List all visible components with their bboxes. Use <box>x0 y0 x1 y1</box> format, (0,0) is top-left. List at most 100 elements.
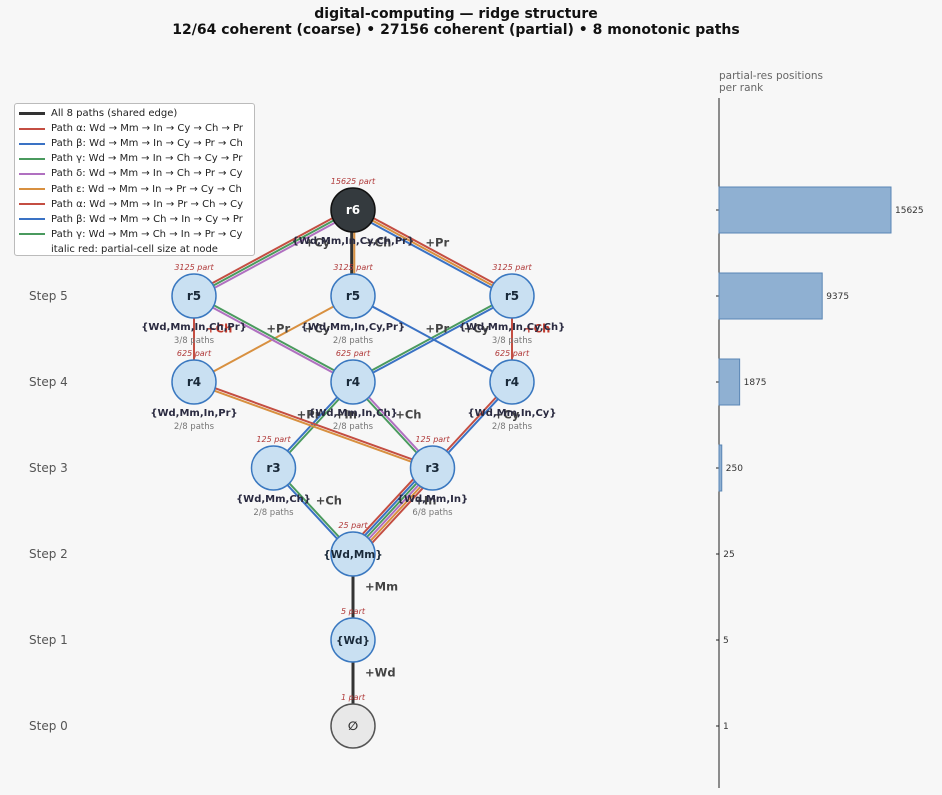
legend-swatch <box>19 157 45 160</box>
bar-value-label: 1 <box>723 722 729 732</box>
legend-swatch <box>19 172 45 175</box>
legend-entry: Path α: Wd → Mm → In → Cy → Ch → Pr <box>19 121 250 136</box>
node-circle <box>409 445 456 491</box>
edge-label: +Pr <box>297 408 321 422</box>
node-n0: ∅1 part <box>330 693 376 749</box>
partial-cell-size: 125 part <box>415 435 450 444</box>
node-circle <box>250 445 297 491</box>
node-circle <box>171 359 217 405</box>
edge-label: +Ch <box>524 322 550 336</box>
node-label: r3 <box>266 461 280 475</box>
node-set: {Wd,Mm,In} <box>397 494 468 505</box>
edge-label: +Ch <box>206 322 232 336</box>
edge-label: +Cy <box>464 322 490 336</box>
node-label: {Wd,Mm} <box>323 549 382 561</box>
edge-label: +Wd <box>365 666 396 680</box>
edge-label: +Ch <box>365 236 391 250</box>
partial-cell-size: 3125 part <box>333 263 373 272</box>
node-path-count: 6/8 paths <box>412 508 453 518</box>
node-n1: {Wd}5 part <box>330 607 376 663</box>
edge <box>191 206 356 300</box>
edge-label: +Pr <box>266 322 290 336</box>
legend-entry: Path β: Wd → Mm → In → Cy → Pr → Ch <box>19 136 250 151</box>
node-n2: {Wd,Mm} 25 part <box>323 521 383 577</box>
edge-line <box>194 211 356 300</box>
node-circle <box>330 617 376 663</box>
bar-value-label: 15625 <box>895 206 924 216</box>
edge <box>192 293 355 385</box>
edge-label: +Cy <box>305 236 331 250</box>
legend-entry: Path ε: Wd → Mm → In → Pr → Cy → Ch <box>19 181 250 196</box>
node-label: {Wd} <box>336 635 370 647</box>
partial-cell-size: 15625 part <box>331 177 376 186</box>
edge <box>192 379 434 471</box>
node-set: {Wd,Mm,In,Cy,Ch} <box>459 322 565 333</box>
node-set: {Wd,Mm,In,Cy,Pr} <box>301 322 405 333</box>
edge-label: +In <box>335 408 357 422</box>
step-label: Step 4 <box>29 375 68 389</box>
partial-cell-size: 3125 part <box>492 263 532 272</box>
bar-value-label: 250 <box>726 464 743 474</box>
partial-cell-size: 1 part <box>341 693 366 702</box>
legend-entry: Path α: Wd → Mm → In → Pr → Ch → Cy <box>19 197 250 212</box>
node-circle <box>171 273 217 319</box>
node-circle <box>330 273 376 319</box>
node-set: {Wd,Mm,In,Cy} <box>468 408 557 419</box>
partial-cell-size: 25 part <box>338 521 368 530</box>
legend-swatch <box>19 112 45 116</box>
edge-label: +Pr <box>425 322 449 336</box>
edge-label: +Cy <box>494 408 520 422</box>
node-circle <box>330 359 376 405</box>
node-path-count: 2/8 paths <box>174 422 215 432</box>
rank-bar <box>718 272 823 320</box>
edge-label: +Ch <box>316 494 342 508</box>
legend: All 8 paths (shared edge)Path α: Wd → Mm… <box>14 103 255 256</box>
step-label: Step 0 <box>29 719 68 733</box>
edge-line <box>192 382 434 471</box>
bar-value-label: 1875 <box>744 378 767 388</box>
figure-title: digital-computing — ridge structure 12/6… <box>0 6 912 38</box>
node-path-count: 2/8 paths <box>333 336 374 346</box>
legend-label: Path γ: Wd → Mm → Ch → In → Pr → Cy <box>51 228 243 240</box>
edge-line <box>193 379 434 468</box>
edge-line <box>353 206 515 295</box>
partial-cell-size: 125 part <box>256 435 291 444</box>
legend-label: Path ε: Wd → Mm → In → Pr → Cy → Ch <box>51 183 242 195</box>
step-label: Step 2 <box>29 547 68 561</box>
node-path-count: 3/8 paths <box>492 336 533 346</box>
legend-label: italic red: partial-cell size at node <box>51 243 218 255</box>
node-circle <box>489 359 535 405</box>
rank-bar <box>718 186 892 234</box>
legend-label: Path α: Wd → Mm → In → Cy → Ch → Pr <box>51 123 244 135</box>
node-set: {Wd,Mm,In,Pr} <box>150 408 237 419</box>
node-label: r5 <box>505 289 519 303</box>
edge <box>193 295 354 383</box>
node-label: r5 <box>187 289 201 303</box>
node-circle <box>330 703 376 749</box>
node-path-count: 3/8 paths <box>174 336 215 346</box>
legend-entry: Path γ: Wd → Mm → In → Ch → Cy → Pr <box>19 151 250 166</box>
legend-label: Path γ: Wd → Mm → In → Ch → Cy → Pr <box>51 153 243 165</box>
edge-line <box>193 209 354 297</box>
legend-swatch <box>19 218 45 221</box>
node-path-count: 2/8 paths <box>253 508 294 518</box>
edge-line <box>193 293 355 382</box>
legend-entry: Path β: Wd → Mm → Ch → In → Cy → Pr <box>19 212 250 227</box>
node-set: {Wd,Mm,In,Ch,Pr} <box>141 322 247 333</box>
partial-cell-size: 3125 part <box>174 263 214 272</box>
node-set: {Wd,Mm,In,Ch} <box>308 408 398 419</box>
node-label: r4 <box>346 375 360 389</box>
bar-value-label: 25 <box>723 550 734 560</box>
bar-value-label: 9375 <box>826 292 849 302</box>
edge-line <box>352 295 513 383</box>
edge-label: +Pr <box>425 236 449 250</box>
node-circle <box>330 531 376 577</box>
rank-bar-chart: partial-res positions per rank 152525018… <box>716 70 924 788</box>
